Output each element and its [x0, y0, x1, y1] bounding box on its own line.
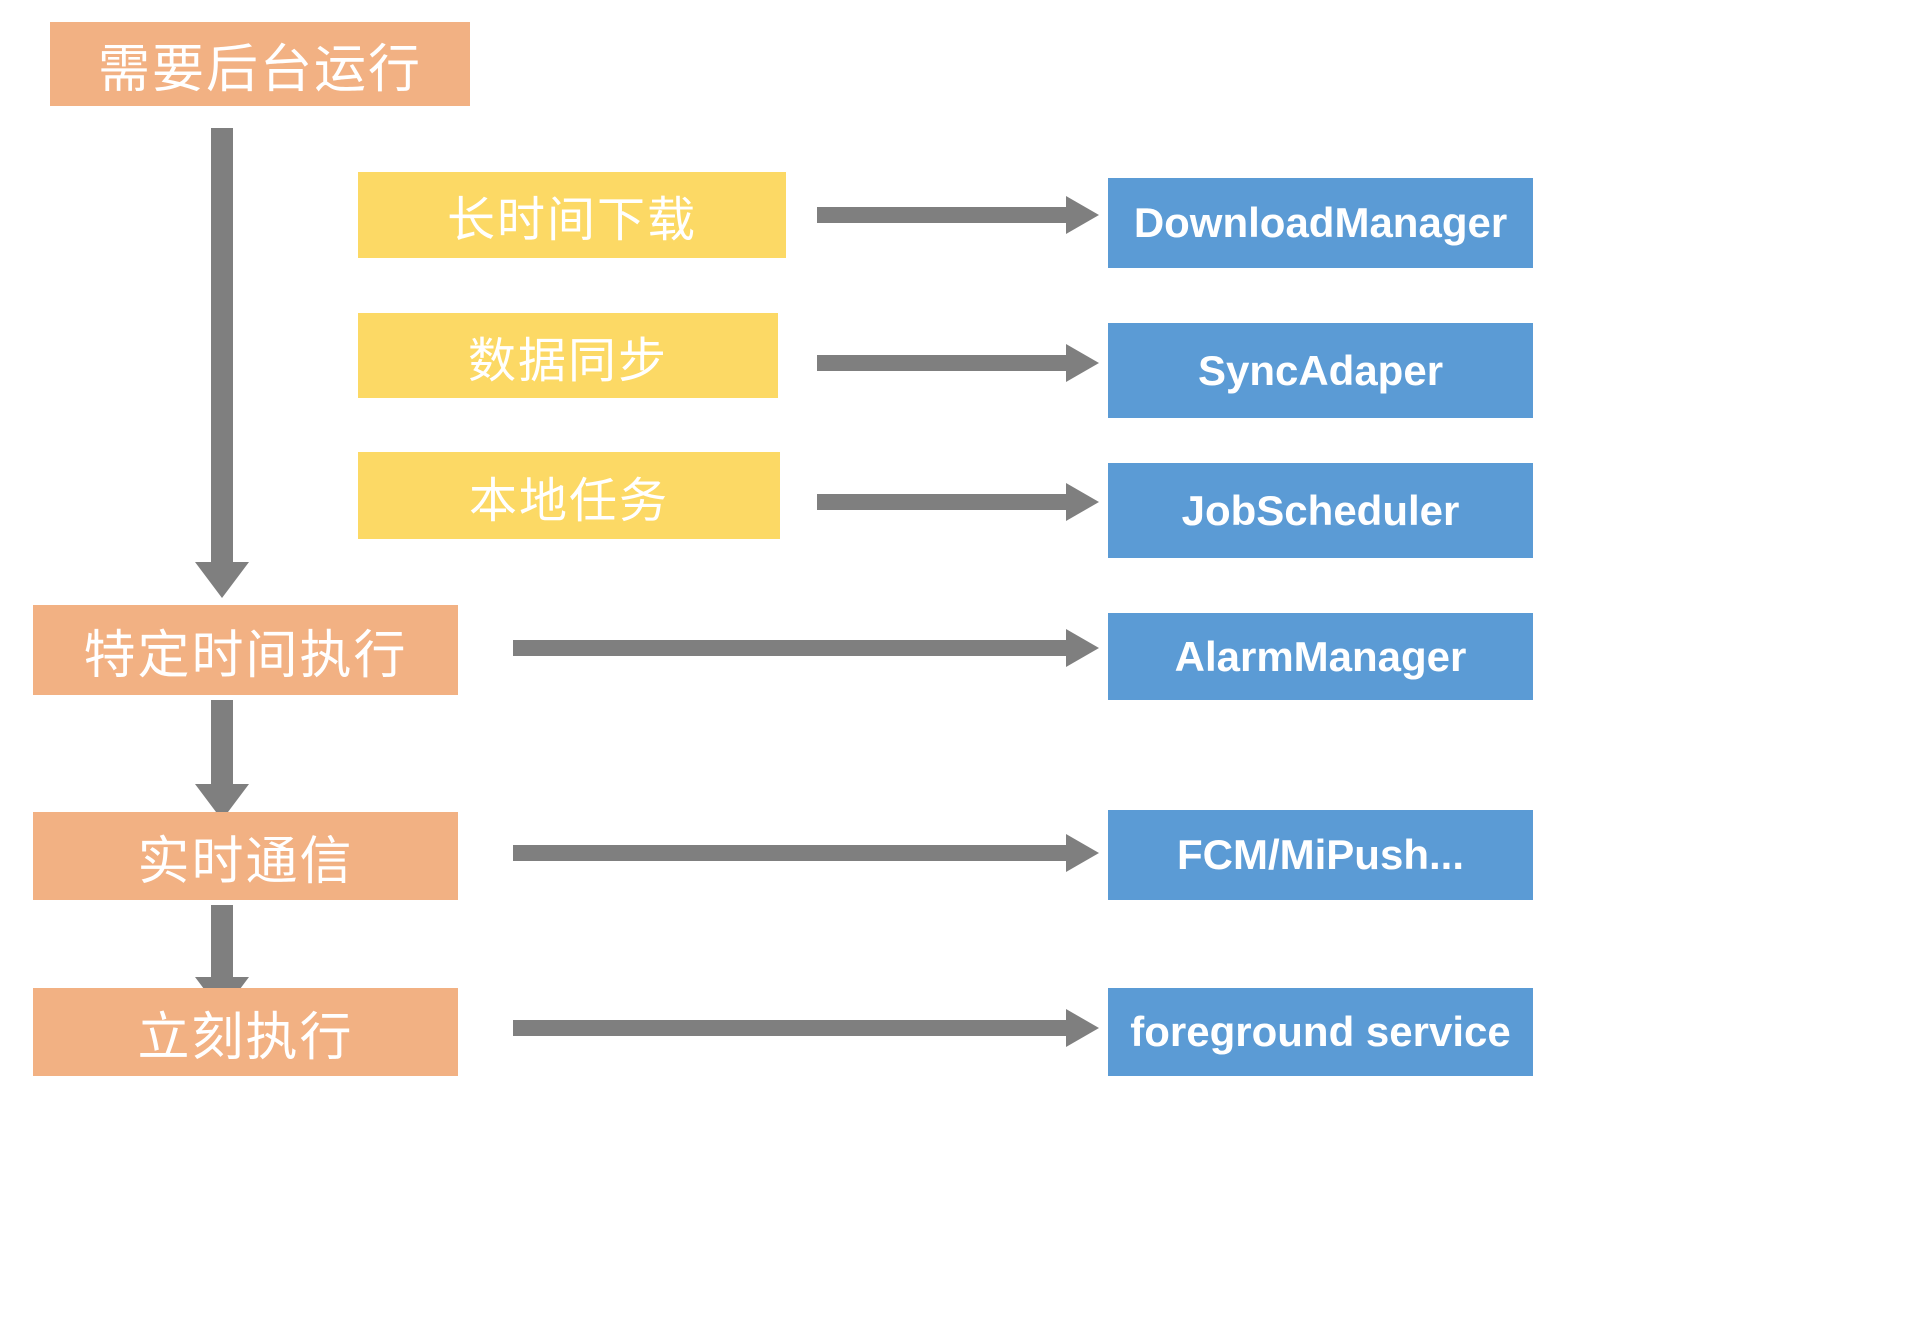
- arrow-shaft: [817, 207, 1066, 223]
- flow-box-data-sync[interactable]: 数据同步: [358, 313, 778, 398]
- arrow-shaft: [211, 700, 233, 784]
- flow-box-need-background-run[interactable]: 需要后台运行: [50, 22, 470, 106]
- arrow-head: [195, 562, 249, 598]
- arrow-shaft: [513, 640, 1066, 656]
- arrow-shaft: [211, 905, 233, 977]
- arrow-shaft: [211, 128, 233, 562]
- arrow-head: [1066, 344, 1099, 382]
- api-box-jobscheduler[interactable]: JobScheduler: [1108, 463, 1533, 558]
- arrow-head: [1066, 1009, 1099, 1047]
- api-box-fcm-mipush[interactable]: FCM/MiPush...: [1108, 810, 1533, 900]
- api-box-alarmmanager[interactable]: AlarmManager: [1108, 613, 1533, 700]
- arrow-head: [1066, 196, 1099, 234]
- flow-box-specific-time-execute[interactable]: 特定时间执行: [33, 605, 458, 695]
- api-box-syncadaper[interactable]: SyncAdaper: [1108, 323, 1533, 418]
- api-box-foreground-service[interactable]: foreground service: [1108, 988, 1533, 1076]
- flow-box-immediate-execute[interactable]: 立刻执行: [33, 988, 458, 1076]
- arrow-shaft: [513, 1020, 1066, 1036]
- flow-box-long-download[interactable]: 长时间下载: [358, 172, 786, 258]
- flow-box-local-task[interactable]: 本地任务: [358, 452, 780, 539]
- arrow-head: [1066, 834, 1099, 872]
- arrow-shaft: [817, 355, 1066, 371]
- flow-box-realtime-communication[interactable]: 实时通信: [33, 812, 458, 900]
- arrow-shaft: [817, 494, 1066, 510]
- arrow-head: [1066, 629, 1099, 667]
- arrow-shaft: [513, 845, 1066, 861]
- api-box-downloadmanager[interactable]: DownloadManager: [1108, 178, 1533, 268]
- arrow-head: [1066, 483, 1099, 521]
